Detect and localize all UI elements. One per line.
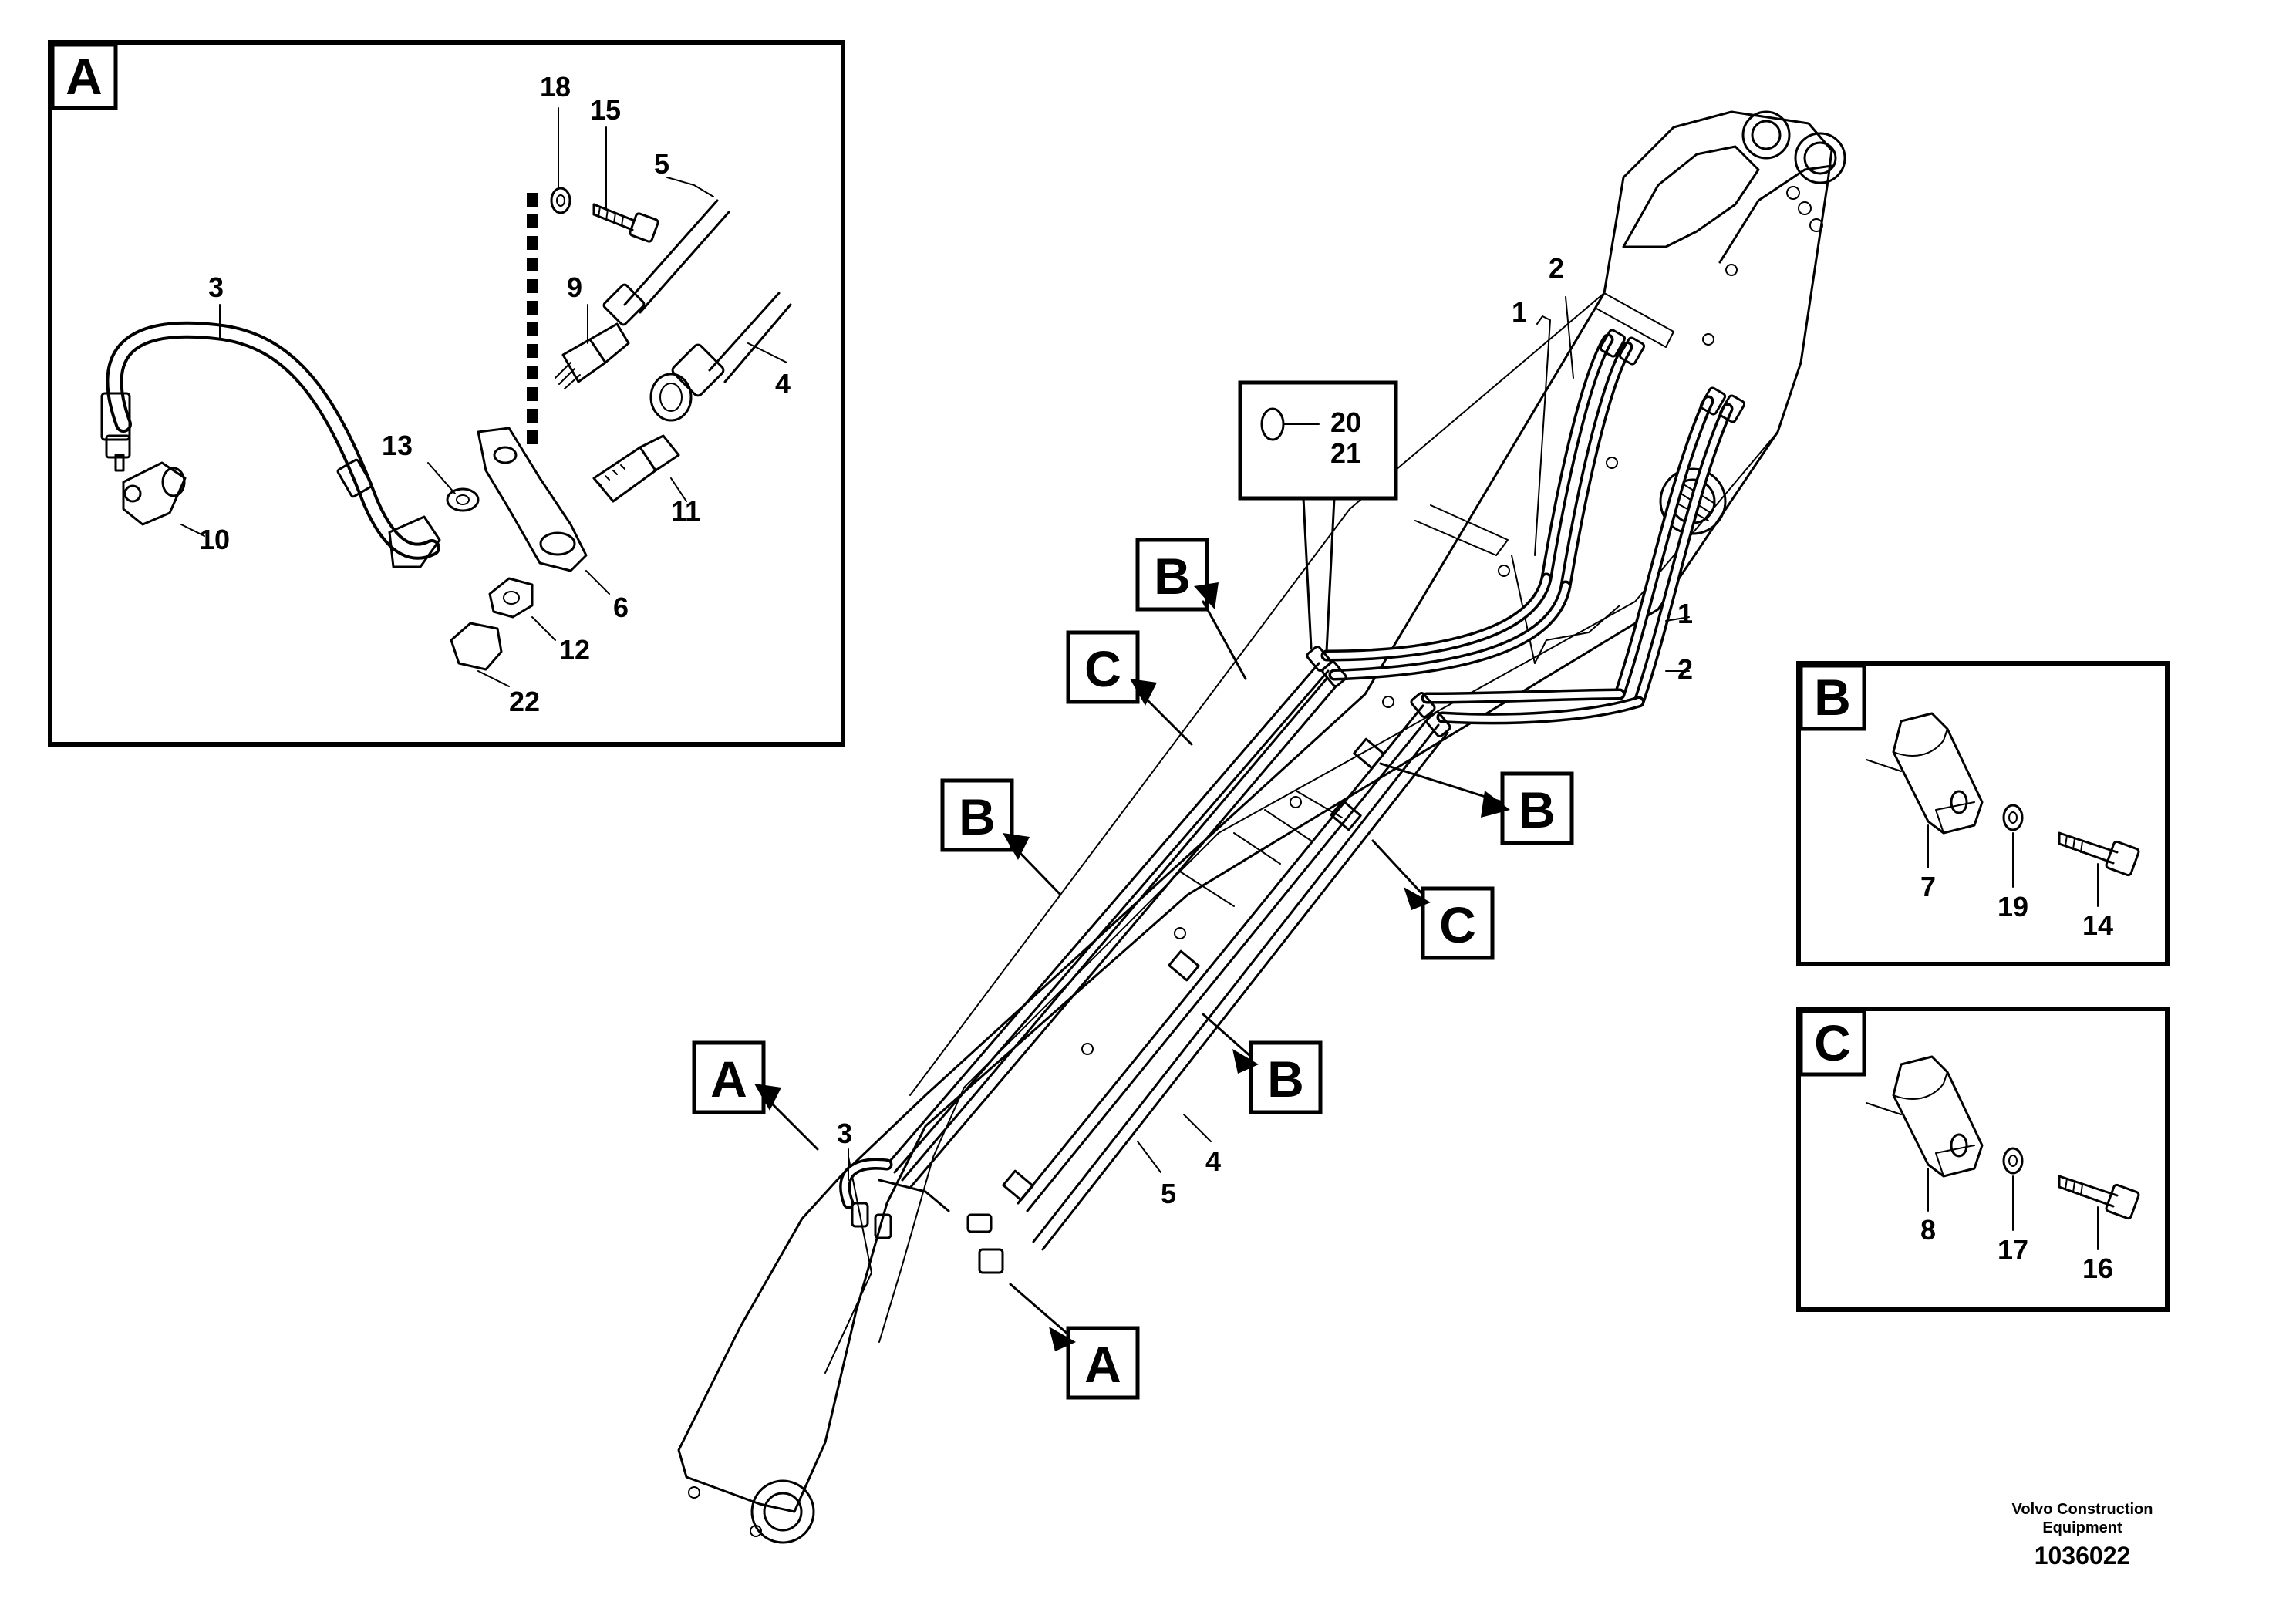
ref-tag-c-1-label: C: [1084, 640, 1121, 697]
inset-a-label-3: 3: [208, 271, 224, 303]
detail-view-b-title: B: [1814, 669, 1851, 726]
inset-a-label-5: 5: [654, 148, 669, 180]
detail-view-a: [48, 40, 845, 747]
detail-view-b: [1796, 661, 2170, 966]
ref-tag-c-1: [1066, 630, 1193, 746]
ref-tag-a-2-label: A: [1084, 1336, 1121, 1393]
part-label-1-right: 1: [1677, 598, 1693, 629]
part-label-1-top: 1: [1512, 296, 1527, 328]
ref-tag-b-1-label: B: [1154, 548, 1191, 605]
inset-c-label-17: 17: [1998, 1234, 2028, 1266]
inset-c-label-16: 16: [2082, 1253, 2113, 1284]
ref-tag-b-2: [940, 778, 1062, 896]
detail-view-c: [1796, 1007, 2170, 1312]
main-leaders: [848, 296, 1690, 1181]
ref-tag-b-2-label: B: [959, 788, 996, 845]
ref-tag-c-2-label: C: [1439, 896, 1476, 953]
ref-tag-b-4: [1202, 1013, 1323, 1114]
o-ring-callout: [1238, 380, 1398, 653]
ref-tag-a-1-label: A: [710, 1050, 747, 1108]
part-label-2-top: 2: [1549, 252, 1564, 284]
inset-c-label-8: 8: [1920, 1214, 1936, 1246]
part-label-5: 5: [1161, 1178, 1176, 1209]
ref-tag-a-1: [692, 1040, 819, 1151]
ref-tag-a-2: [1009, 1283, 1140, 1400]
inset-a-label-4: 4: [775, 368, 791, 400]
detail-view-a-title: A: [66, 48, 103, 105]
boom-arm: [677, 110, 1846, 1544]
inset-a-label-9: 9: [567, 271, 582, 303]
inset-b-label-7: 7: [1920, 871, 1936, 902]
callout-label-21: 21: [1330, 437, 1361, 469]
inset-a-label-18: 18: [540, 71, 571, 103]
ref-tag-b-3-label: B: [1519, 781, 1556, 838]
inset-a-label-15: 15: [590, 94, 621, 126]
ref-tag-b-3: [1379, 762, 1574, 845]
company-name-line1: Volvo Construction: [2012, 1501, 2153, 1518]
inset-b-label-19: 19: [1998, 891, 2028, 922]
inset-a-label-10: 10: [199, 524, 230, 555]
detail-view-c-title: C: [1814, 1014, 1851, 1071]
ref-tag-c-2: [1371, 839, 1495, 960]
inset-b-label-14: 14: [2082, 909, 2113, 941]
inset-a-label-13: 13: [382, 430, 413, 461]
callout-label-20: 20: [1330, 406, 1361, 438]
ref-tag-b-1: [1135, 538, 1247, 680]
company-name-line2: Equipment: [2042, 1519, 2122, 1536]
inset-a-label-11: 11: [671, 495, 700, 527]
part-label-3: 3: [837, 1118, 852, 1149]
part-label-4: 4: [1205, 1145, 1221, 1177]
drawing-number: 1036022: [2035, 1542, 2131, 1570]
inset-a-label-6: 6: [613, 592, 629, 623]
inset-a-label-22: 22: [509, 686, 540, 717]
part-label-2-right: 2: [1677, 653, 1693, 685]
hydraulic-hoses: [839, 329, 1746, 1274]
inset-a-label-12: 12: [559, 634, 590, 666]
ref-tag-b-4-label: B: [1267, 1050, 1304, 1108]
